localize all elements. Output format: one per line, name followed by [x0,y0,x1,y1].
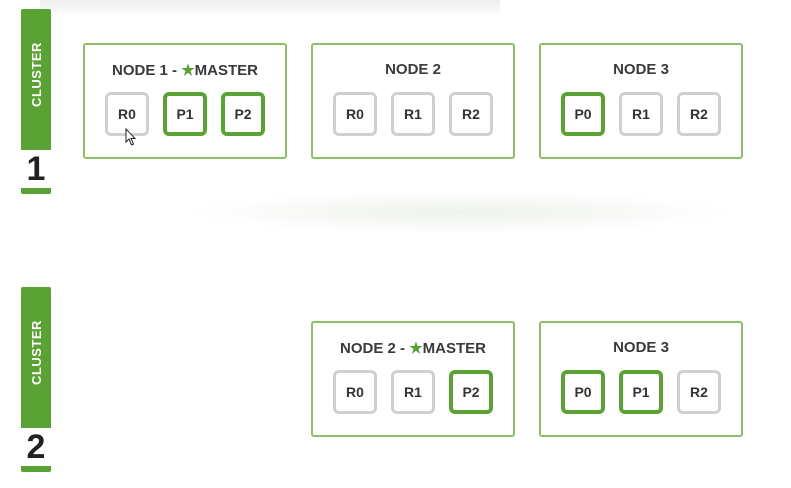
shard-replica-r0: R0 [333,370,377,414]
cluster-2-node-3: NODE 3 P0 P1 R2 [539,321,743,437]
shard-row: R0 P1 P2 [85,92,285,136]
shard-replica-r2: R2 [677,370,721,414]
cluster-2-label: CLUSTER [28,319,44,385]
node-title: NODE 2 [385,61,441,78]
shard-row: R0 R1 R2 [313,92,513,136]
star-icon: ★ [409,340,423,357]
shard-primary-p2: P2 [449,370,493,414]
cluster-1-tab: CLUSTER 1 [21,9,51,194]
shard-replica-r1: R1 [391,92,435,136]
master-label: MASTER [194,62,258,79]
background-shadow-top [40,0,500,18]
shard-primary-p2: P2 [221,92,265,136]
shard-primary-p1: P1 [163,92,207,136]
shard-replica-r2: R2 [449,92,493,136]
shard-replica-r2: R2 [677,92,721,136]
cluster-1-number: 1 [21,150,51,188]
star-icon: ★ [181,62,195,79]
shard-replica-r1: R1 [391,370,435,414]
shard-row: P0 P1 R2 [541,370,741,414]
shard-replica-r0: R0 [333,92,377,136]
master-label: MASTER [422,340,486,357]
shard-row: P0 R1 R2 [541,92,741,136]
cluster-1-node-3: NODE 3 P0 R1 R2 [539,43,743,159]
shard-replica-r0: R0 [105,92,149,136]
shard-primary-p1: P1 [619,370,663,414]
cluster-2-node-2: NODE 2 - ★MASTER R0 R1 P2 [311,321,515,437]
cluster-1-node-1: NODE 1 - ★MASTER R0 P1 P2 [83,43,287,159]
background-shadow-middle [180,190,740,235]
node-title: NODE 2 - [340,340,406,357]
cluster-2-tab: CLUSTER 2 [21,287,51,472]
cluster-1-label: CLUSTER [28,41,44,107]
shard-row: R0 R1 P2 [313,370,513,414]
cluster-2-number: 2 [21,428,51,466]
node-title: NODE 3 [613,61,669,78]
shard-replica-r1: R1 [619,92,663,136]
mouse-cursor-icon [125,128,137,146]
node-title: NODE 1 - [112,62,178,79]
cluster-1-node-2: NODE 2 R0 R1 R2 [311,43,515,159]
node-title: NODE 3 [613,339,669,356]
shard-primary-p0: P0 [561,92,605,136]
shard-primary-p0: P0 [561,370,605,414]
